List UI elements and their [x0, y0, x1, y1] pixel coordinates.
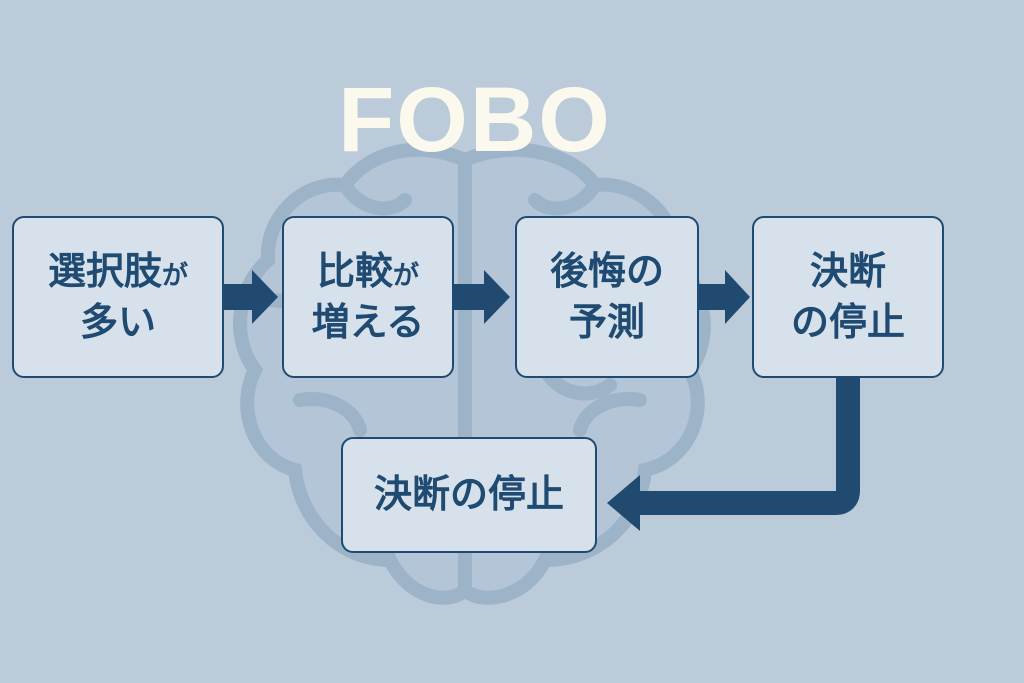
result-box: 決断の停止: [341, 437, 597, 553]
step-text: 比較: [316, 248, 393, 293]
step-text: 決断: [809, 248, 886, 293]
step-box-3: 後悔の 予測: [515, 216, 699, 378]
step-text: 多い: [79, 300, 156, 344]
arrow-2-to-3: [454, 270, 510, 324]
step-box-2: 比較が 増える: [282, 216, 454, 378]
step-box-4: 決断 の停止: [752, 216, 944, 378]
arrow-4-to-result: [607, 378, 860, 531]
step-text: 予測: [568, 300, 645, 344]
step-text: の停止: [790, 300, 905, 344]
step-particle: が: [393, 260, 420, 291]
flow-arrows: [224, 270, 860, 531]
step-text: 後悔の: [549, 248, 664, 293]
page-title: FOBO: [338, 69, 612, 171]
arrow-1-to-2: [224, 270, 278, 324]
step-box-1: 選択肢が 多い: [12, 216, 224, 378]
result-text: 決断の停止: [373, 472, 564, 517]
step-text: 選択肢: [47, 248, 162, 293]
step-text: 増える: [311, 300, 425, 344]
arrow-3-to-4: [699, 270, 750, 324]
step-particle: が: [162, 260, 189, 291]
